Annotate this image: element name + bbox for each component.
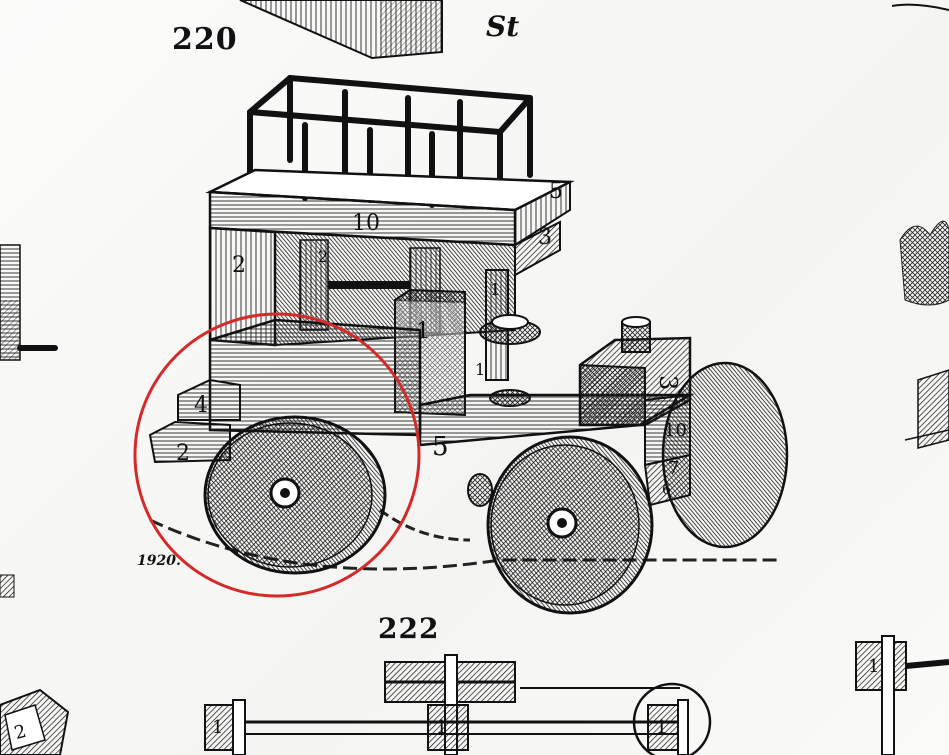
part-label: 10	[664, 420, 687, 441]
part-label: 5	[549, 179, 563, 204]
part-label: 1	[212, 717, 223, 738]
part-label: 2	[318, 247, 328, 266]
part-label: 1	[490, 280, 500, 299]
part-label: 7	[668, 458, 679, 479]
fragment-text: St	[486, 10, 520, 43]
part-label: 1	[436, 717, 447, 738]
right-margin-fragment	[891, 3, 949, 449]
part-label: 1	[475, 360, 485, 379]
figure-number-220: 220	[172, 22, 238, 57]
part-label: 4	[194, 393, 208, 418]
wagon-model: 10 5 3 2 2 1 1 1 4 2 5 3 10 7 6	[148, 75, 789, 615]
part-label: 2	[232, 253, 246, 278]
figure-number-222: 222	[378, 612, 440, 645]
left-margin-fragment	[0, 244, 58, 598]
part-label: 10	[352, 211, 380, 236]
part-label: 2	[12, 721, 28, 744]
part-label: 3	[654, 375, 682, 390]
part-label: 3	[538, 225, 552, 250]
part-label: 6	[662, 482, 671, 498]
part-label: 1	[656, 717, 667, 738]
part-label: 2	[176, 441, 190, 466]
part-label: 1	[868, 656, 879, 677]
part-label: 5	[432, 432, 449, 462]
figure-222-partial: 1 1 1 1 2	[0, 635, 949, 755]
part-label: 1	[416, 319, 430, 344]
year-mark: 1920.	[137, 553, 181, 569]
previous-figure-fragment	[239, 0, 443, 60]
highlight-circle	[133, 312, 421, 598]
